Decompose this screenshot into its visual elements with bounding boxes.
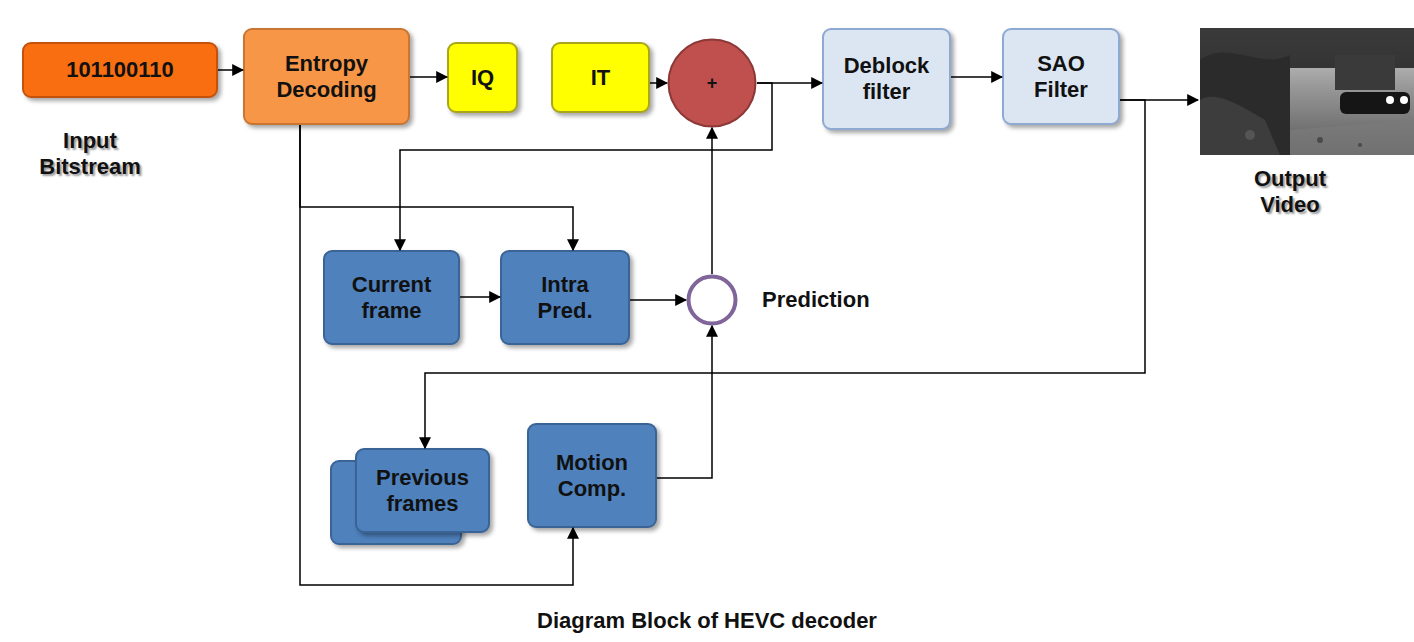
node-text: Deblock filter — [837, 53, 937, 105]
flow-arrow — [657, 326, 712, 478]
text-holder: Entropy Decoding — [245, 30, 408, 123]
flow-arrow — [757, 82, 822, 84]
diagram-caption: Diagram Block of HEVC decoder — [0, 608, 1414, 634]
circle-outline — [686, 274, 738, 326]
node-text: Current frame — [344, 272, 439, 324]
bitstream-box: 101100110 — [22, 42, 218, 98]
flow-arrow — [951, 76, 1002, 78]
input-label: Input Bitstream — [30, 128, 150, 180]
text-holder: Prediction — [762, 274, 870, 326]
adder-circle: + — [667, 38, 757, 128]
process-box: IT — [551, 42, 650, 113]
output-video-frame — [1200, 28, 1414, 155]
node-text: Intra Pred. — [525, 272, 605, 324]
node-text: Prediction — [762, 287, 870, 313]
process-box: Current frame — [323, 250, 460, 345]
output-label: Output Video — [1240, 166, 1340, 218]
filter-box: SAO Filter — [1002, 28, 1120, 125]
text-holder: Current frame — [325, 252, 458, 343]
process-box: Intra Pred. — [500, 250, 630, 345]
node-text: Motion Comp. — [550, 450, 635, 502]
circle-shape — [669, 40, 756, 127]
flow-arrow — [650, 82, 667, 84]
node-text: Previous frames — [373, 465, 473, 517]
text-holder: IQ — [449, 44, 516, 111]
text-holder: + — [667, 38, 757, 128]
node-text: SAO Filter — [1026, 51, 1096, 103]
node-text: + — [707, 70, 718, 96]
text-holder: Previous frames — [355, 448, 490, 533]
text-holder: Motion Comp. — [529, 425, 655, 526]
flow-arrow — [410, 76, 447, 78]
process-box: Motion Comp. — [527, 423, 657, 528]
node-text: IT — [591, 65, 611, 91]
process-box: IQ — [447, 42, 518, 113]
node-text: 101100110 — [66, 57, 174, 83]
flow-arrow — [300, 125, 573, 250]
process-box: Entropy Decoding — [243, 28, 410, 125]
node-text: IQ — [471, 65, 494, 91]
output-wire — [1120, 99, 1198, 101]
text-holder: IT — [553, 44, 648, 111]
text-holder: Intra Pred. — [502, 252, 628, 343]
flow-arrow — [218, 69, 243, 71]
circle-shape — [689, 277, 736, 324]
text-holder: Deblock filter — [824, 30, 949, 128]
prediction-circle: Prediction — [686, 274, 738, 326]
node-text: Entropy Decoding — [267, 51, 387, 103]
flow-arrow — [630, 299, 686, 301]
flow-arrow — [425, 100, 1145, 448]
text-holder: 101100110 — [24, 44, 216, 96]
flow-arrow — [460, 296, 500, 298]
text-holder: SAO Filter — [1004, 30, 1118, 123]
filter-box: Deblock filter — [822, 28, 951, 130]
flow-arrow — [711, 128, 713, 274]
frame-stack: Previous frames — [330, 448, 490, 545]
